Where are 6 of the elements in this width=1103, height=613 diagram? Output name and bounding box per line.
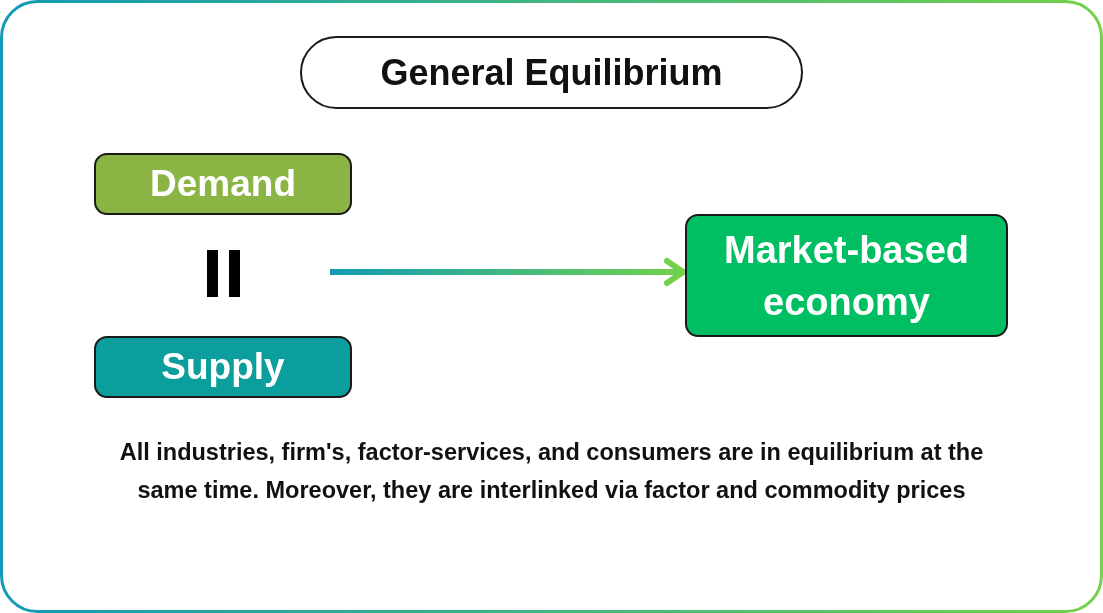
description-text: All industries, firm's, factor-services, and consumers are in equilibrium at the same time. Moreover, they are interlinked via factor and commodity prices bbox=[118, 438, 985, 505]
concept-box: Supply bbox=[94, 336, 352, 398]
title-banner: General Equilibrium bbox=[300, 36, 803, 109]
arrow bbox=[330, 258, 686, 286]
concept-box: Demand bbox=[94, 153, 352, 215]
result-box: Market-based economy bbox=[685, 214, 1008, 337]
